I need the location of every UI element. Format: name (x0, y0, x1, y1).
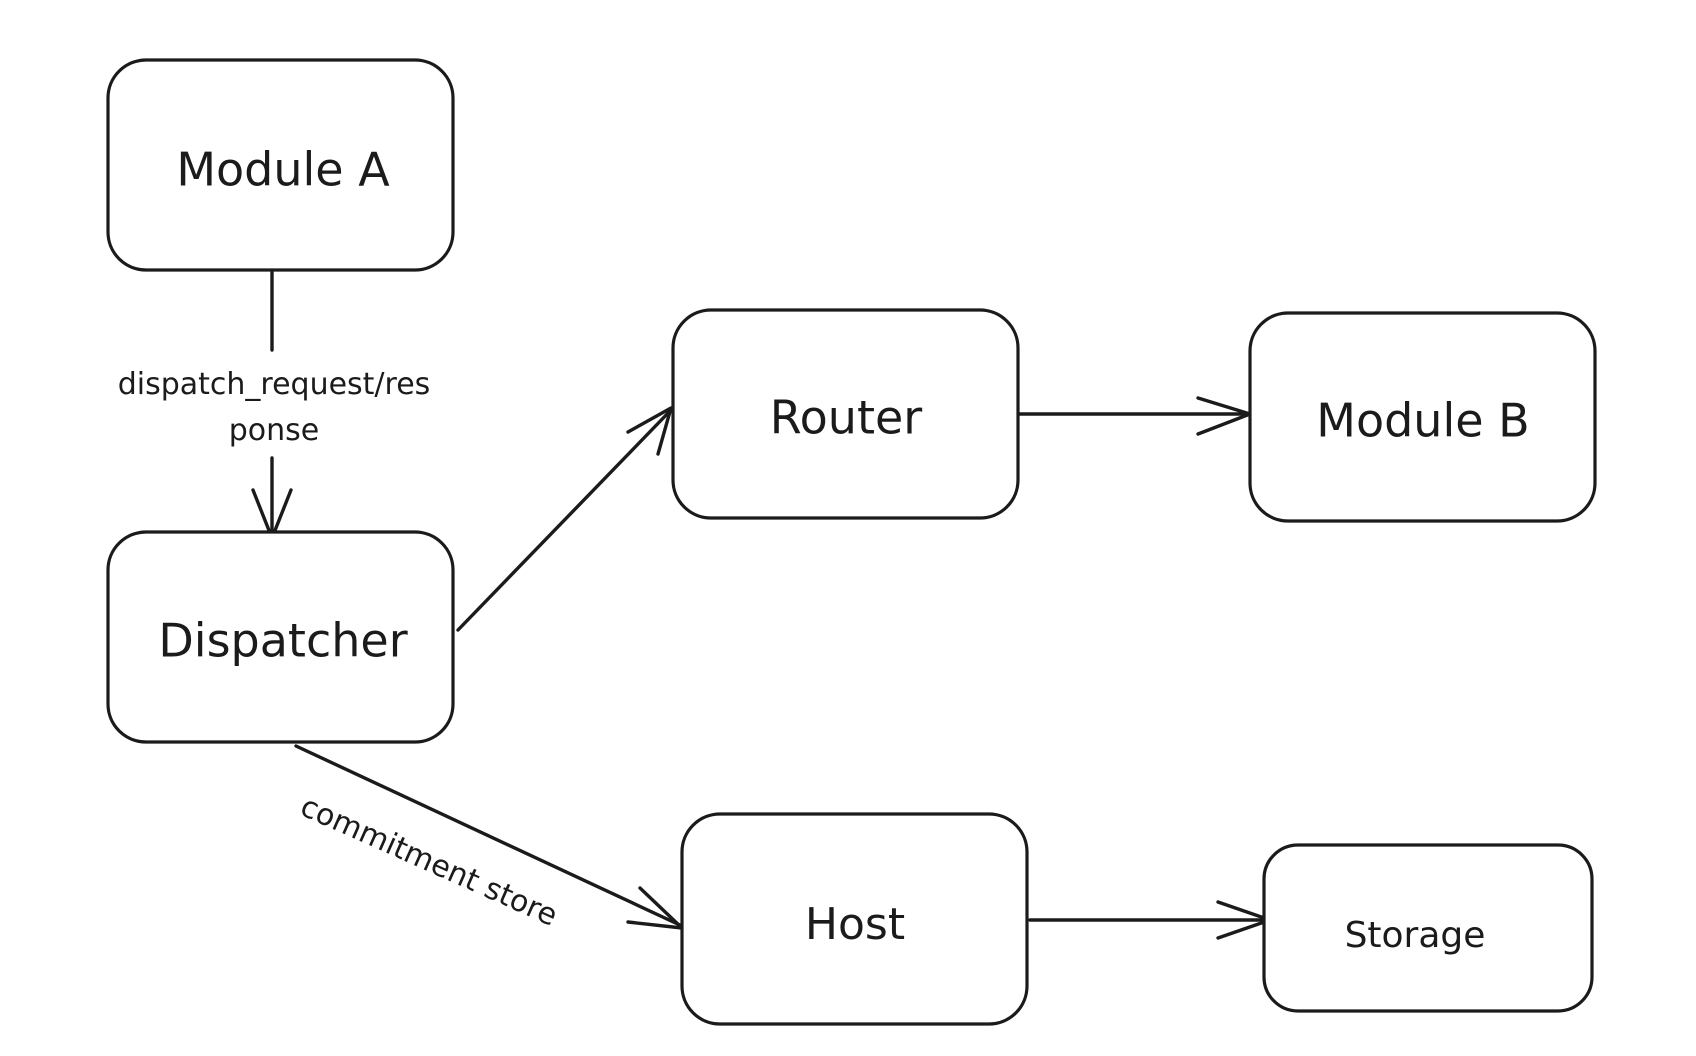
node-dispatcher[interactable]: Dispatcher (106, 530, 455, 744)
edge-router-to-module-b (1014, 396, 1252, 436)
edge-label-dispatch-line2: ponse (229, 413, 320, 448)
edge-label-dispatch-line1: dispatch_request/res (118, 367, 431, 402)
node-label-module-b: Module B (1316, 394, 1529, 448)
node-label-storage: Storage (1345, 915, 1486, 956)
edge-module-a-to-dispatcher: dispatch_request/res ponse (118, 268, 431, 540)
node-host[interactable]: Host (680, 812, 1029, 1026)
node-label-dispatcher: Dispatcher (158, 614, 407, 668)
node-storage[interactable]: Storage (1262, 843, 1594, 1013)
edge-label-commitment-store: commitment store (295, 789, 563, 934)
node-label-host: Host (805, 899, 905, 950)
node-label-module-a: Module A (176, 143, 390, 197)
edge-host-to-storage (1028, 900, 1272, 940)
edge-dispatcher-to-host: commitment store (294, 744, 684, 934)
node-module-b[interactable]: Module B (1248, 311, 1597, 523)
node-module-a[interactable]: Module A (106, 58, 455, 272)
node-label-router: Router (770, 391, 923, 445)
edge-dispatcher-to-router (456, 406, 673, 632)
node-router[interactable]: Router (671, 308, 1020, 520)
